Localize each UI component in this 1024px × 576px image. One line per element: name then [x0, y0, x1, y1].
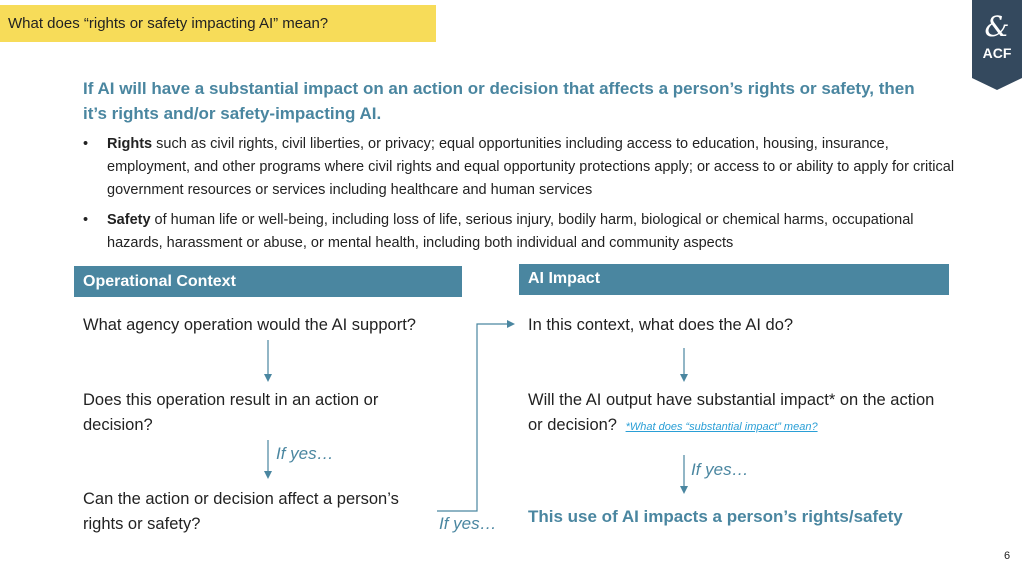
rights-safety-question: Can the action or decision affect a pers… [83, 490, 399, 533]
logo-glyph: & [985, 10, 1010, 43]
if-yes-connector-label: If yes… [439, 514, 497, 533]
operational-context-label: Operational Context [83, 273, 236, 290]
ai-role-question: In this context, what does the AI do? [528, 316, 794, 334]
if-yes-label-right: If yes… [691, 460, 749, 479]
impact-conclusion: This use of AI impacts a person’s rights… [528, 507, 903, 526]
rights-bullet: • Rights such as civil rights, civil lib… [83, 133, 963, 202]
ai-impact-header: AI Impact [519, 264, 949, 295]
substantial-impact-question: Will the AI output have substantial impa… [528, 388, 938, 440]
acf-logo: & ACF [972, 0, 1022, 90]
agency-operation-question: What agency operation would the AI suppo… [83, 316, 416, 334]
substantial-impact-text: Will the AI output have substantial impa… [528, 391, 935, 434]
slide-title-band: What does “rights or safety impacting AI… [0, 5, 436, 42]
safety-text: of human life or well-being, including l… [107, 212, 914, 251]
bullet-marker: • [83, 212, 89, 228]
definition-list: • Rights such as civil rights, civil lib… [83, 133, 963, 262]
logo-text: ACF [983, 45, 1012, 61]
page-number: 6 [1004, 550, 1011, 562]
acf-logo-badge: & ACF [972, 0, 1022, 90]
rights-term: Rights [107, 136, 153, 152]
action-decision-question: Does this operation result in an action … [83, 391, 379, 434]
if-yes-label: If yes… [276, 444, 334, 463]
safety-term: Safety [107, 212, 151, 228]
operational-context-header: Operational Context [74, 266, 462, 297]
safety-bullet: • Safety of human life or well-being, in… [83, 209, 963, 255]
ai-impact-label: AI Impact [528, 270, 601, 287]
rights-text: such as civil rights, civil liberties, o… [107, 136, 955, 198]
lead-statement: If AI will have a substantial impact on … [83, 79, 915, 123]
substantial-impact-link[interactable]: *What does “substantial impact” mean? [625, 421, 818, 433]
arrow-q3-to-ai-impact [437, 320, 515, 512]
slide-title: What does “rights or safety impacting AI… [8, 15, 329, 32]
bullet-marker: • [83, 136, 89, 152]
